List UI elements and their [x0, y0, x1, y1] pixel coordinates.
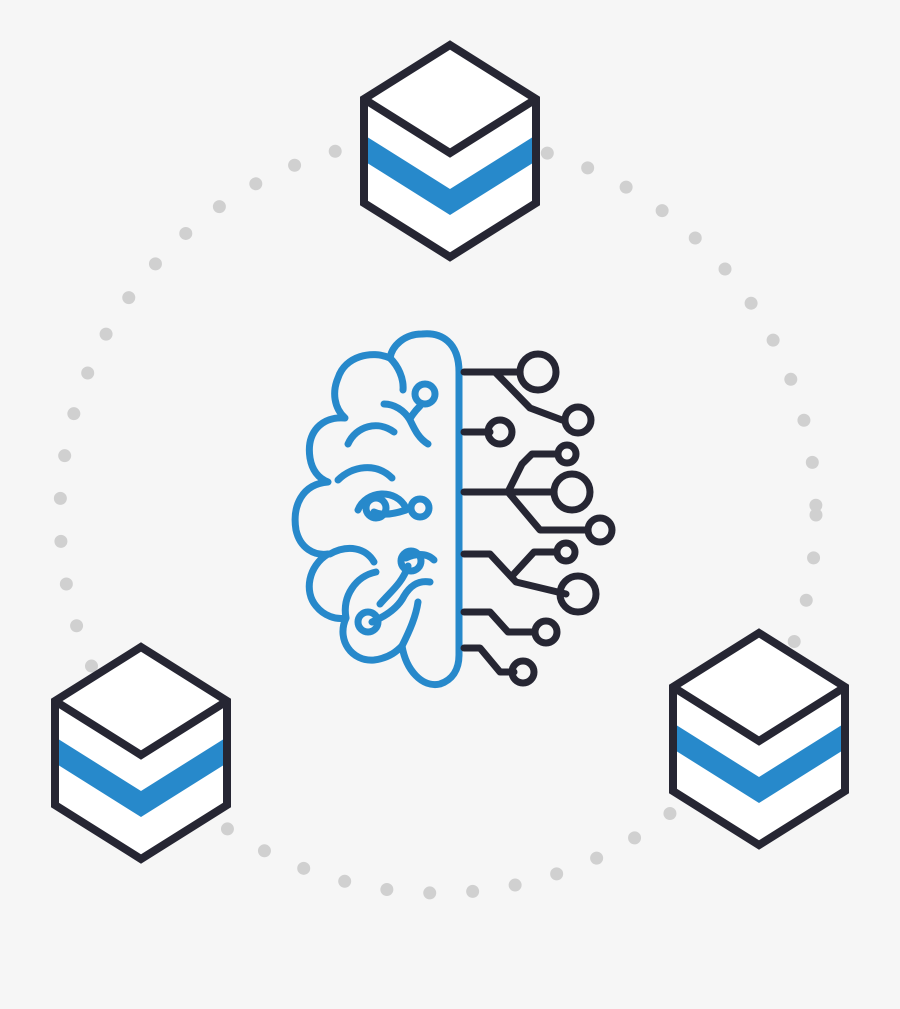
- cube-band: [55, 737, 227, 817]
- cube-node-bottom-left: [51, 642, 231, 864]
- cube-band: [673, 723, 845, 803]
- cube-node-bottom-right: [669, 628, 849, 850]
- cube-nodes: [51, 40, 849, 864]
- dotted-orbit: [53, 130, 823, 900]
- cube-band: [364, 135, 536, 215]
- cube-top-edge: [361, 95, 539, 158]
- ai-brain-circuit-icon: [291, 330, 616, 689]
- cube-top-edge: [52, 697, 230, 760]
- cube-top-edge: [670, 683, 848, 746]
- cube-node-top: [360, 40, 540, 262]
